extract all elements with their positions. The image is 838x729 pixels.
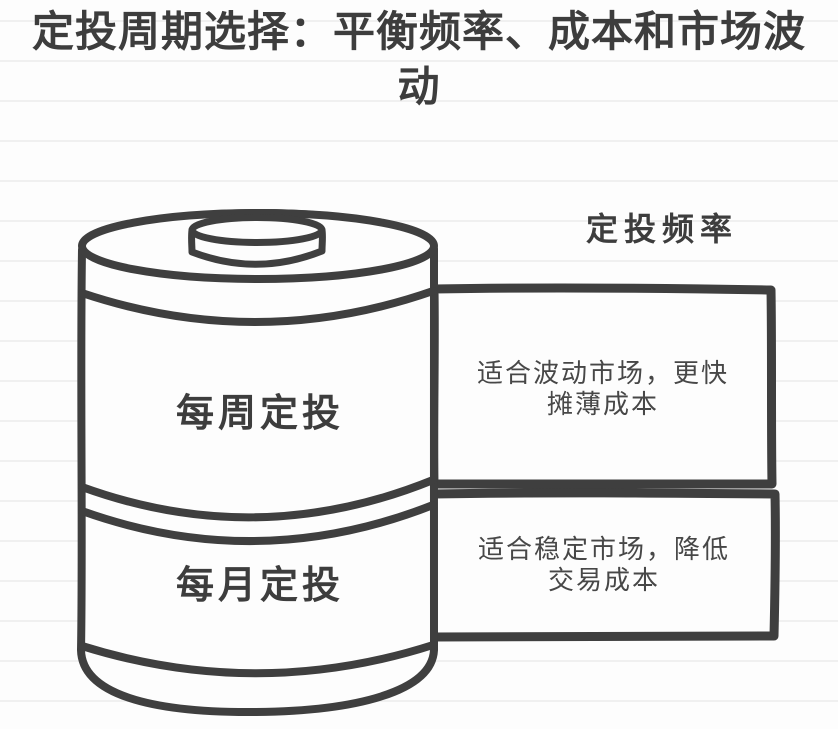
note-monthly-line1: 适合稳定市场，降低 (478, 535, 730, 564)
note-box-monthly (428, 488, 780, 642)
battery-cap-ellipse (188, 214, 326, 246)
battery-divider-arc-upper (78, 476, 437, 522)
battery-divider-arc-lower (78, 501, 437, 545)
segment-label-weekly: 每周定投 (176, 393, 344, 435)
note-weekly-line1: 适合波动市场，更快 (477, 359, 729, 388)
frequency-header: 定投频率 (586, 211, 738, 247)
battery-body (77, 209, 439, 717)
battery-bottom-band-arc (78, 641, 437, 678)
page-title: 定投周期选择：平衡频率、成本和市场波动 (31, 10, 806, 111)
note-weekly-line2: 摊薄成本 (547, 390, 659, 419)
note-monthly-line2: 交易成本 (548, 566, 660, 595)
segment-label-monthly: 每月定投 (176, 565, 344, 607)
battery-rim-arc (78, 287, 437, 326)
